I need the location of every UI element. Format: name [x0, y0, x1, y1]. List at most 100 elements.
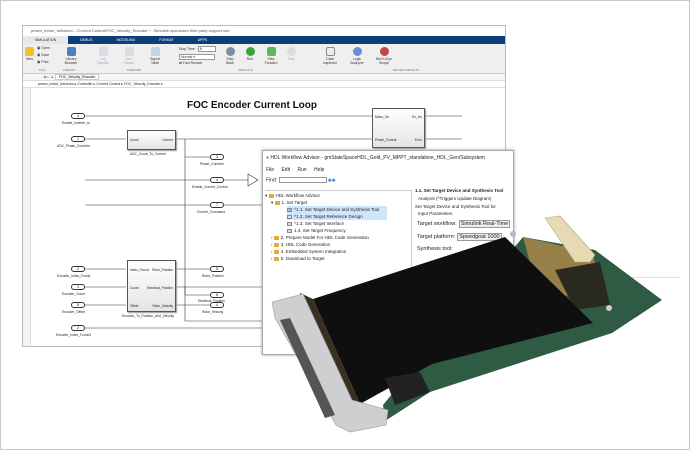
library-browser-button[interactable]: Library Browser: [63, 47, 79, 65]
hdl-title: ● HDL Workflow Advisor - gmStateSpaceHDL…: [266, 155, 485, 161]
logic-analyzer-icon: [352, 47, 362, 56]
save-button[interactable]: ▣ Save: [37, 53, 50, 57]
outport-label: Rotor_Position: [202, 274, 224, 278]
tree-item[interactable]: › 5. Download to Target: [271, 256, 325, 261]
inport[interactable]: 4: [210, 177, 224, 183]
inport[interactable]: 2: [71, 266, 85, 272]
tree-item[interactable]: › 4. Embedded System Integration: [271, 249, 347, 254]
stop-time-label: Stop Time 8: [179, 46, 216, 52]
tree-item[interactable]: ^1.2. Set Target Reference Design: [287, 213, 387, 220]
gain-block[interactable]: [247, 173, 259, 187]
model-nav-bar: ◀ ▶ ▲ FOC_Velocity_Encoder: [23, 74, 505, 81]
target-platform-select[interactable]: Speedgoat 1000: [457, 233, 502, 241]
section-review-results: REVIEW RESULTS: [393, 68, 420, 72]
tree-item[interactable]: ^1.3. Set Target Interface: [265, 220, 411, 227]
print-button[interactable]: ▣ Print: [37, 60, 49, 64]
back-icon[interactable]: ◀: [43, 75, 46, 79]
front-panel-bracket: [271, 293, 389, 433]
run-button[interactable]: Run: [243, 47, 257, 61]
menu-file[interactable]: File: [266, 167, 275, 173]
menu-run[interactable]: Run: [297, 167, 307, 173]
outport[interactable]: 4: [210, 302, 224, 308]
tree-item[interactable]: › 2. Prepare Model For HDL Code Generati…: [271, 235, 369, 240]
stop-time-input[interactable]: 8: [197, 46, 216, 52]
up-icon[interactable]: ▲: [50, 75, 54, 79]
log-signals-icon: [98, 47, 108, 56]
tab-modeling[interactable]: MODELING: [116, 38, 136, 42]
inport[interactable]: 4: [71, 113, 85, 119]
menu-help[interactable]: Help: [314, 167, 325, 173]
step-forward-button[interactable]: Step Forward: [263, 47, 279, 65]
tree-item[interactable]: › 3. HDL Code Generation: [271, 242, 331, 247]
inport[interactable]: 3: [71, 284, 85, 290]
run-icon: [245, 47, 255, 56]
find-input[interactable]: [278, 177, 327, 183]
menu-edit[interactable]: Edit: [281, 167, 291, 173]
standoff: [606, 305, 612, 311]
open-button[interactable]: ▣ Open: [37, 46, 50, 50]
outport-label: Rotor_Velocity: [202, 310, 224, 314]
fast-restart-button[interactable]: ⇄ Fast Restart: [179, 61, 202, 65]
signal-table-button[interactable]: Signal Table: [147, 47, 163, 65]
tab-simulation[interactable]: SIMULATION: [23, 36, 69, 44]
find-next-icon[interactable]: ◆: [331, 177, 336, 184]
workflow-tree: ▾ HDL Workflow Advisor ▾ 1. Set Target ^…: [265, 190, 412, 350]
new-icon: [25, 47, 34, 56]
ribbon: New ▣ Open ▣ Save ▣ Print FILE Library B…: [23, 44, 505, 74]
tree-item[interactable]: 1.4. Set Target Frequency: [265, 227, 411, 234]
stop-button[interactable]: Stop: [285, 47, 297, 61]
forward-icon[interactable]: ▶: [46, 75, 50, 79]
canvas-toolbar: [23, 88, 31, 346]
inport[interactable]: 2: [71, 325, 85, 331]
task-heading: 1.1. Set Target Device and Synthesis Too…: [415, 188, 504, 193]
section-simulate: SIMULATE: [238, 68, 253, 72]
tab-apps[interactable]: APPS: [197, 38, 208, 42]
model-tab[interactable]: FOC_Velocity_Encoder: [54, 74, 100, 80]
log-signals-button[interactable]: Log Signals: [95, 47, 111, 65]
outport[interactable]: 5: [210, 266, 224, 272]
block-label: ADC_Count_To_Current: [130, 152, 166, 156]
data-inspector-icon: [325, 47, 335, 56]
target-platform-label: Target platform:: [417, 234, 456, 240]
simulation-mode-select[interactable]: Normal ▾: [179, 54, 215, 60]
breadcrumb-item[interactable]: FOC_Velocity_Encoder: [124, 82, 161, 86]
add-viewer-button[interactable]: Add Viewer: [121, 47, 137, 65]
outport[interactable]: 3: [210, 154, 224, 160]
inport[interactable]: 1: [71, 136, 85, 142]
block-label: Encoder_To_Position_And_Velocity: [122, 314, 175, 318]
birds-eye-scope-button[interactable]: Bird's-Eye Scope: [373, 47, 395, 65]
analysis-label: Analysis (^Triggers Update Diagram): [418, 196, 492, 201]
breadcrumb-item[interactable]: Current Control: [96, 82, 121, 86]
inport-label: Current_Command: [197, 210, 226, 214]
breadcrumb-item[interactable]: Controller: [77, 82, 93, 86]
adc-count-to-current-block[interactable]: Count Current: [127, 130, 176, 150]
new-button[interactable]: New: [25, 47, 34, 61]
encoder-to-position-block[interactable]: Index_Found Count Offset Rotor_Position …: [127, 260, 176, 312]
logic-analyzer-button[interactable]: Logic Analyzer: [348, 47, 366, 65]
outport[interactable]: 6: [210, 292, 224, 298]
breadcrumb-item[interactable]: pmsm_motor_behavior: [38, 82, 74, 86]
find-bar: Find: ◆◆: [266, 177, 336, 184]
find-prev-icon[interactable]: ◆: [327, 177, 332, 184]
tab-debug[interactable]: DEBUG: [80, 38, 93, 42]
step-back-button[interactable]: Step Back: [223, 47, 237, 65]
pci-connector: [544, 215, 596, 263]
diagram-title: FOC Encoder Current Loop: [187, 100, 317, 111]
section-file: FILE: [39, 68, 46, 72]
controller-subsystem-block[interactable]: Motor_On Phase_Current En_Inv Error: [372, 108, 425, 148]
target-workflow-select[interactable]: Simulink Real-Time: [458, 220, 511, 228]
d-sub-connector: [280, 318, 335, 418]
tree-item[interactable]: ▾ 1. Set Target: [271, 200, 307, 205]
block-diagram-canvas[interactable]: FOC Encoder Current Loop 4 Enable_Invert…: [32, 88, 506, 346]
inport[interactable]: 8: [71, 302, 85, 308]
data-inspector-button[interactable]: Data Inspector: [321, 47, 339, 65]
step-back-icon: [225, 47, 235, 56]
tab-format[interactable]: FORMAT: [159, 38, 174, 42]
add-viewer-icon: [124, 47, 134, 56]
section-prepare: PREPARE: [127, 68, 142, 72]
tree-item-selected[interactable]: ^1.1. Set Target Device and Synthesis To…: [287, 206, 387, 213]
ribbon-tabs: SIMULATION DEBUG MODELING FORMAT APPS: [23, 36, 505, 44]
inport[interactable]: 7: [210, 202, 224, 208]
synthesis-tool-label: Synthesis tool:: [417, 246, 453, 252]
tree-item[interactable]: ▾ HDL Workflow Advisor: [265, 193, 321, 198]
